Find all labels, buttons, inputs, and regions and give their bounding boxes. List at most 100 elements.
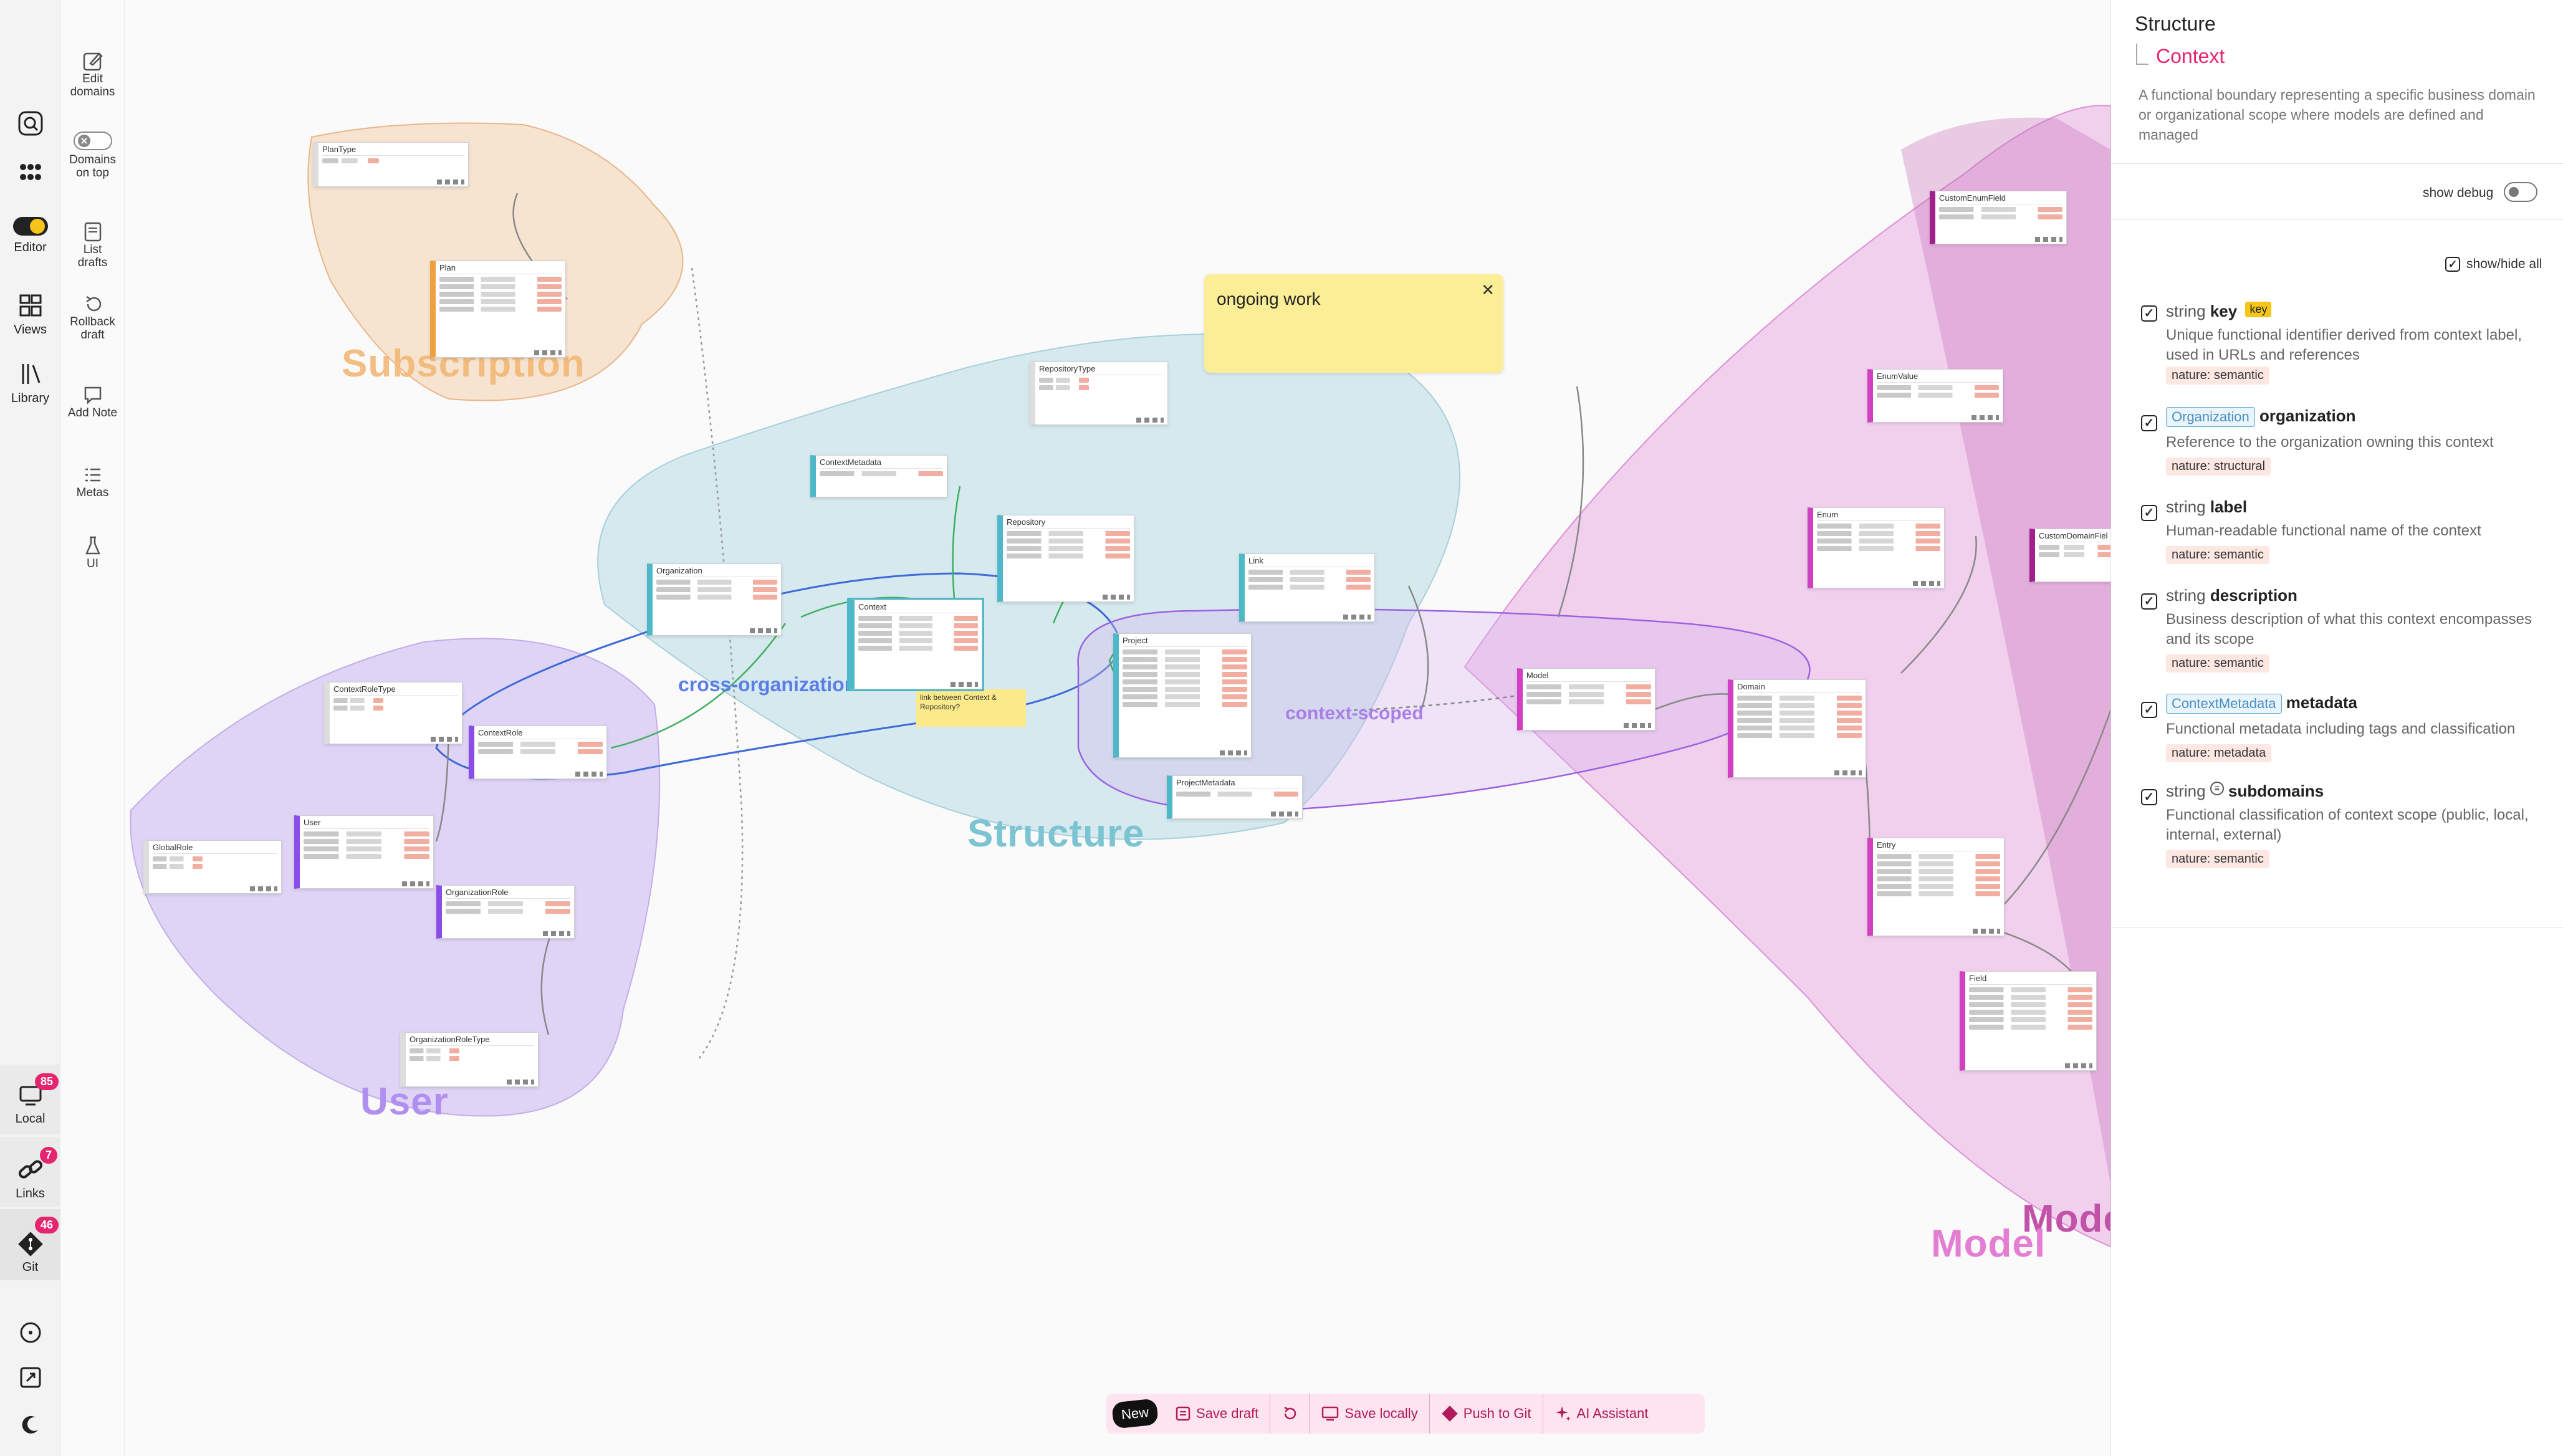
fit-view-button[interactable]	[0, 1365, 60, 1390]
entity-globalrole[interactable]: GlobalRole	[143, 840, 282, 894]
entity-context[interactable]: Context	[849, 600, 982, 689]
property-type-tag[interactable]: ContextMetadata	[2166, 694, 2282, 714]
note-icon	[84, 386, 101, 405]
entity-detail-panel: Structure Context A functional boundary …	[2110, 0, 2563, 1456]
property-checkbox[interactable]: ✓	[2141, 593, 2157, 610]
divider	[2111, 163, 2563, 164]
property-type: string	[2166, 302, 2206, 320]
entity-organizationroletype[interactable]: OrganizationRoleType	[400, 1032, 539, 1087]
property-description: Human-readable functional name of the co…	[2166, 522, 2481, 539]
context-scoped-label: context-scoped	[1285, 703, 1424, 724]
monitor-icon	[19, 1086, 41, 1106]
diagram-canvas[interactable]: Subscription Structure User Mode Model c…	[125, 0, 2110, 1456]
model-group-label: Model	[1931, 1222, 2046, 1265]
add-note-button[interactable]: Add Note	[60, 384, 125, 419]
entity-customenumfield[interactable]: CustomEnumField	[1930, 191, 2067, 244]
property-checkbox[interactable]: ✓	[2141, 702, 2157, 718]
show-hide-all-checkbox[interactable]: ✓	[2445, 257, 2460, 272]
entity-repositorytype[interactable]: RepositoryType	[1030, 362, 1168, 425]
new-badge: New	[1111, 1398, 1159, 1429]
domains-on-top-label: Domains on top	[69, 153, 116, 180]
push-to-git-button[interactable]: Push to Git	[1430, 1394, 1543, 1434]
property-name: label	[2210, 497, 2248, 516]
property-checkbox[interactable]: ✓	[2141, 305, 2157, 322]
ongoing-work-note[interactable]: ongoing work ✕	[1204, 274, 1503, 373]
entity-plan[interactable]: Plan	[430, 261, 566, 358]
entity-enumvalue[interactable]: EnumValue	[1867, 369, 2003, 423]
entity-project[interactable]: Project	[1113, 633, 1252, 758]
entity-organizationrole[interactable]: OrganizationRole	[436, 885, 575, 939]
git-button[interactable]: Git 46	[0, 1209, 60, 1280]
domains-on-top-toggle[interactable]: Domains on top	[60, 131, 125, 180]
property-nature: nature: semantic	[2166, 654, 2269, 673]
panel-breadcrumb[interactable]: Structure	[2135, 12, 2216, 35]
entity-organization[interactable]: Organization	[647, 563, 782, 636]
apps-button[interactable]	[0, 161, 60, 186]
list-icon	[85, 468, 100, 482]
sparkle-icon	[1555, 1406, 1571, 1421]
entity-contextroletype[interactable]: ContextRoleType	[324, 682, 462, 744]
entity-name: ProjectMetadata	[1176, 778, 1298, 789]
property-type-tag[interactable]: Organization	[2166, 407, 2255, 427]
entity-projectmetadata[interactable]: ProjectMetadata	[1167, 775, 1303, 819]
ui-button[interactable]: UI	[60, 535, 125, 570]
push-to-git-label: Push to Git	[1463, 1406, 1531, 1421]
rollback-draft-label: Rollback draft	[70, 315, 115, 342]
center-view-button[interactable]	[0, 1320, 60, 1345]
entity-plantype[interactable]: PlanType	[313, 142, 469, 187]
property-nature: nature: semantic	[2166, 850, 2269, 868]
local-button[interactable]: Local 85	[0, 1065, 60, 1134]
show-debug-toggle[interactable]	[2504, 182, 2537, 202]
ai-assistant-button[interactable]: AI Assistant	[1543, 1394, 1660, 1434]
entity-customdomainfield[interactable]: CustomDomainFiel	[2029, 529, 2110, 582]
entity-model[interactable]: Model	[1517, 668, 1655, 730]
link-note[interactable]: link between Context & Repository?	[916, 689, 1026, 727]
views-button[interactable]: Views	[0, 293, 60, 337]
metas-button[interactable]: Metas	[60, 464, 125, 499]
tool-column: Edit domains Domains on top List drafts …	[60, 0, 125, 1456]
save-locally-button[interactable]: Save locally	[1310, 1394, 1430, 1434]
search-button[interactable]	[0, 110, 60, 137]
drafts-icon	[84, 222, 101, 242]
entity-link[interactable]: Link	[1239, 553, 1375, 622]
entity-repository[interactable]: Repository	[997, 515, 1134, 602]
editor-label: Editor	[14, 241, 47, 254]
undo-icon	[1284, 1406, 1296, 1420]
list-drafts-button[interactable]: List drafts	[60, 221, 125, 269]
show-debug-label: show debug	[2423, 186, 2494, 200]
rollback-icon	[85, 295, 101, 312]
entity-name: Entry	[1877, 840, 2000, 851]
app-rail: Editor Views Library Local 85 Links 7 Gi…	[0, 0, 60, 1456]
entity-name: Context	[858, 602, 978, 613]
entity-domain[interactable]: Domain	[1728, 679, 1866, 778]
entity-name: Project	[1123, 636, 1247, 647]
library-button[interactable]: Library	[0, 362, 60, 406]
rollback-draft-button[interactable]: Rollback draft	[60, 293, 125, 342]
ui-label: UI	[87, 557, 98, 570]
close-icon[interactable]: ✕	[1481, 280, 1495, 299]
save-draft-button[interactable]: Save draft	[1164, 1394, 1271, 1434]
property-checkbox[interactable]: ✓	[2141, 789, 2157, 805]
property-header: string label	[2166, 497, 2247, 517]
edit-domains-button[interactable]: Edit domains	[60, 50, 125, 98]
entity-contextmetadata[interactable]: ContextMetadata	[810, 455, 947, 497]
entity-user[interactable]: User	[294, 815, 434, 889]
ai-assistant-label: AI Assistant	[1576, 1406, 1649, 1421]
entity-field[interactable]: Field	[1960, 971, 2097, 1071]
property-description: ✓ string description Business descriptio…	[2141, 585, 2546, 678]
theme-toggle-button[interactable]	[0, 1412, 60, 1437]
entity-enum[interactable]: Enum	[1808, 507, 1945, 588]
property-description: Unique functional identifier derived fro…	[2166, 327, 2522, 363]
editor-toggle[interactable]: Editor	[0, 216, 60, 255]
entity-contextrole[interactable]: ContextRole	[469, 726, 607, 779]
property-label: ✓ string label Human-readable functional…	[2141, 496, 2546, 571]
property-checkbox[interactable]: ✓	[2141, 505, 2157, 521]
key-badge: key	[2245, 302, 2272, 317]
links-button[interactable]: Links 7	[0, 1137, 60, 1207]
property-key: ✓ string key key Unique functional ident…	[2141, 294, 2546, 388]
entity-entry[interactable]: Entry	[1867, 838, 2005, 936]
property-checkbox[interactable]: ✓	[2141, 415, 2157, 431]
entity-name: Field	[1969, 974, 2092, 985]
grid-icon	[19, 164, 41, 180]
undo-button[interactable]	[1270, 1394, 1310, 1434]
